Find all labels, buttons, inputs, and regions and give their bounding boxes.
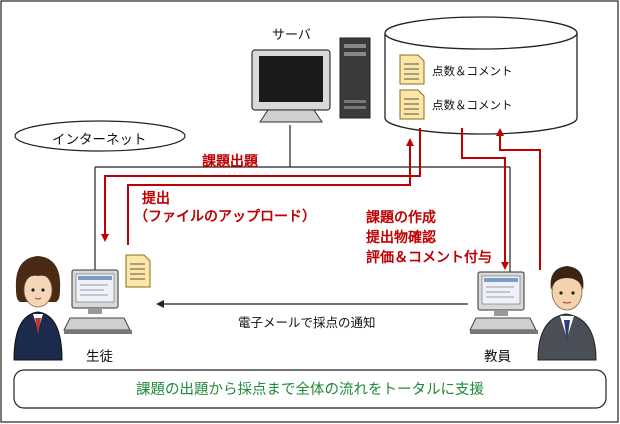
assignment-label: 課題出題 — [202, 154, 258, 170]
internet-cloud — [14, 120, 186, 152]
database-cylinder — [384, 16, 578, 135]
submission-flow-arrow — [127, 138, 414, 245]
submission-detail: （ファイルのアップロード） — [134, 209, 316, 225]
assignment-flow-arrow — [101, 128, 421, 242]
student-computer-icon — [63, 269, 132, 334]
notification-label: 電子メールで採点の通知 — [238, 315, 376, 330]
teacher-label: 教員 — [484, 349, 511, 365]
student-avatar — [13, 256, 63, 361]
teacher-task: 提出物確認 — [366, 230, 436, 246]
teacher-computer-icon — [469, 271, 538, 334]
internet-label: インターネット — [52, 132, 147, 148]
submission-title: 提出 — [142, 191, 170, 207]
teacher-avatar — [537, 266, 597, 361]
teacher-task: 評価＆コメント付与 — [366, 250, 492, 266]
teacher-download-arrow — [461, 128, 509, 270]
network-lines — [14, 120, 511, 287]
db-record-label: 点数＆コメント — [432, 98, 513, 112]
document-icon — [125, 254, 151, 288]
banner-text: 課題の出題から採点まで全体の流れをトータルに支援 — [136, 382, 484, 398]
server-label: サーバ — [272, 28, 311, 43]
document-icon — [399, 89, 425, 120]
banner-box — [13, 369, 607, 409]
document-icon — [399, 54, 425, 85]
teacher-upload-arrow — [496, 128, 541, 270]
teacher-task: 課題の作成 — [366, 210, 436, 226]
db-record-label: 点数＆コメント — [432, 64, 513, 78]
student-label: 生徒 — [86, 349, 113, 365]
server-computer-icon — [251, 37, 371, 123]
